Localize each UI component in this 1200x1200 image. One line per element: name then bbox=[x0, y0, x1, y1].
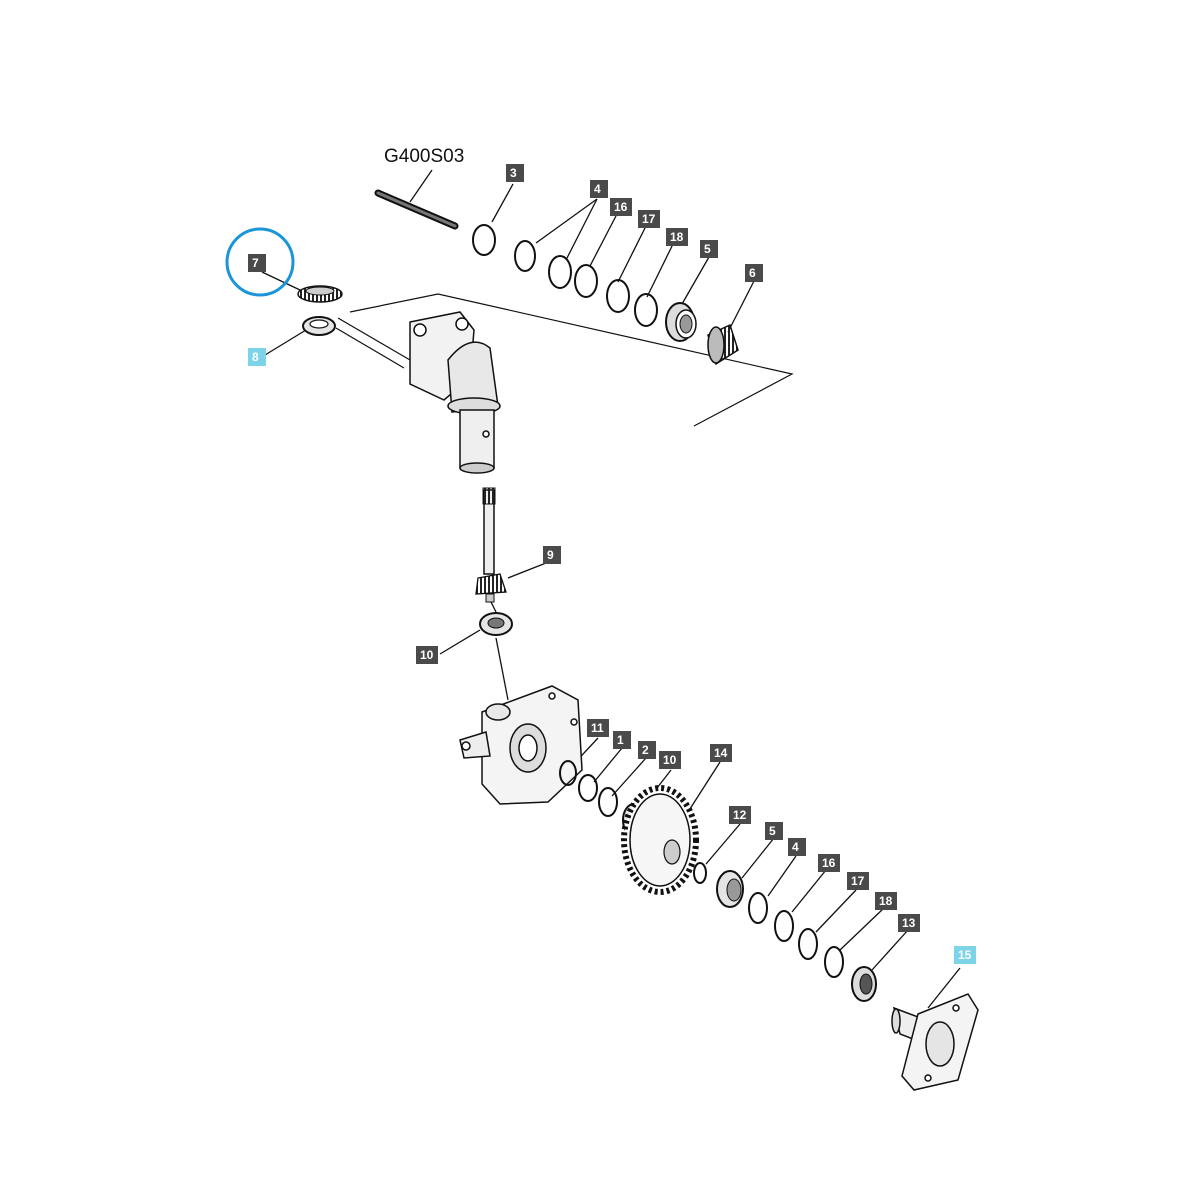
rings-lower-b bbox=[748, 892, 844, 978]
callout-label: 2 bbox=[642, 743, 649, 757]
drive-shaft bbox=[374, 189, 459, 230]
callout-label: 4 bbox=[594, 182, 601, 196]
output-flange-15 bbox=[891, 993, 979, 1091]
callout-badge[interactable] bbox=[954, 946, 976, 964]
callout-15[interactable]: 15 bbox=[954, 946, 976, 964]
rings-lower-a bbox=[559, 760, 618, 817]
pinion-shaft-9 bbox=[475, 487, 507, 603]
callout-9[interactable]: 9 bbox=[543, 546, 561, 564]
callout-17[interactable]: 17 bbox=[638, 210, 660, 228]
callout-label: 16 bbox=[614, 200, 628, 214]
callout-badge[interactable] bbox=[543, 546, 561, 564]
callout-label: 12 bbox=[733, 808, 747, 822]
callout-4[interactable]: 4 bbox=[590, 180, 608, 198]
callout-badge[interactable] bbox=[710, 744, 732, 762]
callout-label: 9 bbox=[547, 548, 554, 562]
callout-16[interactable]: 16 bbox=[818, 854, 840, 872]
callout-badge[interactable] bbox=[729, 806, 751, 824]
callout-label: 17 bbox=[851, 874, 865, 888]
callout-badge[interactable] bbox=[638, 210, 660, 228]
callout-label: 17 bbox=[642, 212, 656, 226]
callout-label: 18 bbox=[879, 894, 893, 908]
callout-badge[interactable] bbox=[613, 731, 631, 749]
callout-badge[interactable] bbox=[506, 164, 524, 182]
callout-2[interactable]: 2 bbox=[638, 741, 656, 759]
callout-badge[interactable] bbox=[587, 719, 609, 737]
callout-badge[interactable] bbox=[765, 822, 783, 840]
rings-top bbox=[514, 240, 658, 327]
callout-5[interactable]: 5 bbox=[700, 240, 718, 258]
callout-badge[interactable] bbox=[847, 872, 869, 890]
callout-17[interactable]: 17 bbox=[847, 872, 869, 890]
assembly-line-8 bbox=[335, 327, 405, 369]
assembly-line-7 bbox=[337, 317, 411, 361]
callout-label: 18 bbox=[670, 230, 684, 244]
callout-badge[interactable] bbox=[818, 854, 840, 872]
callout-6[interactable]: 6 bbox=[745, 264, 763, 282]
callout-badge[interactable] bbox=[248, 348, 266, 366]
callout-badge[interactable] bbox=[788, 838, 806, 856]
callout-18[interactable]: 18 bbox=[666, 228, 688, 246]
assembly-outline-top bbox=[349, 293, 794, 427]
callout-8[interactable]: 8 bbox=[248, 348, 266, 366]
bearing-10-top bbox=[479, 612, 513, 636]
callout-label: 6 bbox=[749, 266, 756, 280]
callout-badge[interactable] bbox=[700, 240, 718, 258]
reference-code: G400S03 bbox=[384, 146, 464, 167]
callout-badge[interactable] bbox=[416, 646, 438, 664]
callout-7[interactable]: 7 bbox=[248, 254, 266, 272]
lower-gearbox-housing bbox=[459, 685, 583, 805]
callout-label: 11 bbox=[591, 721, 604, 735]
callout-label: 10 bbox=[663, 753, 677, 767]
bevel-gear-6 bbox=[707, 323, 739, 366]
bevel-gear-7 bbox=[297, 285, 343, 303]
callout-label: 4 bbox=[792, 840, 799, 854]
callout-badge[interactable] bbox=[875, 892, 897, 910]
callout-12[interactable]: 12 bbox=[729, 806, 751, 824]
ring-12 bbox=[693, 862, 707, 884]
circlip bbox=[472, 224, 496, 256]
callout-4[interactable]: 4 bbox=[788, 838, 806, 856]
seal-13 bbox=[851, 966, 877, 1002]
callout-badge[interactable] bbox=[610, 198, 632, 216]
callout-badge[interactable] bbox=[248, 254, 266, 272]
callout-10[interactable]: 10 bbox=[659, 751, 681, 769]
callout-label: 14 bbox=[714, 746, 728, 760]
callout-badge[interactable] bbox=[898, 914, 920, 932]
callout-label: 10 bbox=[420, 648, 434, 662]
callout-label: 8 bbox=[252, 350, 259, 364]
callout-badge[interactable] bbox=[745, 264, 763, 282]
callout-label: 3 bbox=[510, 166, 517, 180]
callout-badge[interactable] bbox=[666, 228, 688, 246]
callout-13[interactable]: 13 bbox=[898, 914, 920, 932]
bearing-5-lower bbox=[716, 870, 744, 908]
selection-ring bbox=[225, 227, 295, 297]
callout-label: 16 bbox=[822, 856, 836, 870]
callout-3[interactable]: 3 bbox=[506, 164, 524, 182]
callout-badge[interactable] bbox=[659, 751, 681, 769]
callout-label: 5 bbox=[769, 824, 776, 838]
callout-label: 5 bbox=[704, 242, 711, 256]
callout-badge[interactable] bbox=[590, 180, 608, 198]
callout-11[interactable]: 11 bbox=[587, 719, 609, 737]
callout-1[interactable]: 1 bbox=[613, 731, 631, 749]
bearing-top bbox=[665, 302, 697, 342]
callout-10[interactable]: 10 bbox=[416, 646, 438, 664]
callout-16[interactable]: 16 bbox=[610, 198, 632, 216]
upper-gearbox-housing bbox=[409, 311, 501, 474]
callout-14[interactable]: 14 bbox=[710, 744, 732, 762]
callout-label: 13 bbox=[902, 916, 916, 930]
callout-label: 7 bbox=[252, 256, 259, 270]
callout-5[interactable]: 5 bbox=[765, 822, 783, 840]
callout-18[interactable]: 18 bbox=[875, 892, 897, 910]
callout-label: 15 bbox=[958, 948, 972, 962]
bearing-8 bbox=[302, 316, 336, 336]
crown-gear-14 bbox=[621, 785, 699, 895]
callout-label: 1 bbox=[617, 733, 624, 747]
callout-badge[interactable] bbox=[638, 741, 656, 759]
